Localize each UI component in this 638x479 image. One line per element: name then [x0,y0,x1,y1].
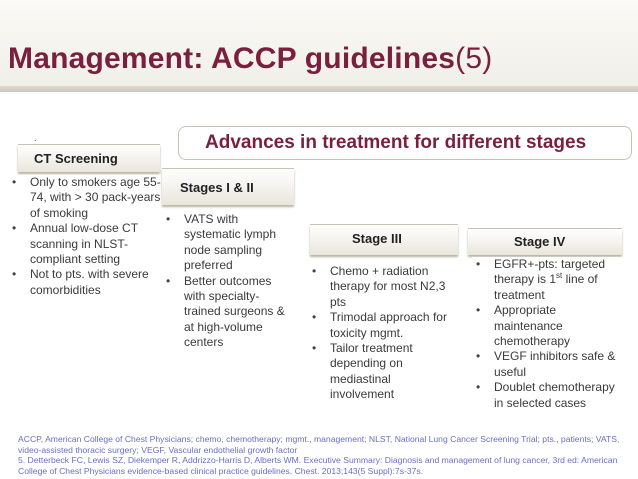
footnote-reference: 5. Detterbeck FC, Lewis SZ, Diekemper R,… [18,455,618,476]
stage-1-2-body: VATS with systematic lymph node sampling… [162,212,296,351]
stage-1-2-bullet: Better outcomes with specialty-trained s… [162,274,296,351]
stage-3-body: Chemo + radiation therapy for most N2,3 … [308,264,456,403]
stage-1-2-bullet: VATS with systematic lymph node sampling… [162,212,296,274]
stage-4-title: Stage IV [514,234,566,249]
stage-3-list: Chemo + radiation therapy for most N2,3 … [308,264,456,403]
stray-dot: . [34,133,37,143]
stage-3-bullet: Trimodal approach for toxicity mgmt. [308,310,456,341]
ct-bullet: Not to pts. with severe comorbidities [8,267,163,298]
footnote: ACCP, American College of Chest Physicia… [18,434,630,476]
stage-4-bullet: Doublet chemotherapy in selected cases [472,380,622,411]
stage-1-2-header [162,168,294,205]
stage-3-header [310,224,458,255]
footnote-abbreviations: ACCP, American College of Chest Physicia… [18,434,620,455]
ct-screening-list: Only to smokers age 55-74, with > 30 pac… [8,175,163,298]
ct-bullet: Only to smokers age 55-74, with > 30 pac… [8,175,163,221]
advances-heading-box [178,126,632,160]
stage-4-bullet: EGFR+-pts: targeted therapy is 1st line … [472,257,622,303]
ct-screening-header [18,144,160,172]
stage-4-bullet: VEGF inhibitors safe & useful [472,349,622,380]
stage-4-bullet: Appropriate maintenance chemotherapy [472,303,622,349]
ct-bullet: Annual low-dose CT scanning in NLST-comp… [8,221,163,267]
title-band [0,0,638,92]
stage-3-title: Stage III [352,231,402,246]
slide-title-main: Management: ACCP guidelines [8,42,456,75]
stage-4-list: EGFR+-pts: targeted therapy is 1st line … [472,257,622,411]
slide-title-suffix: (5) [455,42,493,75]
stage-3-bullet: Chemo + radiation therapy for most N2,3 … [308,264,456,310]
stage-4-header [468,228,622,255]
stage-4-bullet-1-sup: st [556,271,563,281]
stage-3-bullet: Tailor treatment depending on mediastina… [308,341,456,403]
stage-4-bullet-1-pre: EGFR+-pts: targeted therapy is 1 [494,257,606,287]
stage-4-body: EGFR+-pts: targeted therapy is 1st line … [472,257,622,412]
advances-heading: Advances in treatment for different stag… [205,132,587,153]
stage-4-bullet-1-post: line of treatment [494,272,598,302]
ct-screening-title: CT Screening [34,151,118,166]
ct-screening-body: Only to smokers age 55-74, with > 30 pac… [8,175,163,299]
stage-1-2-list: VATS with systematic lymph node sampling… [162,212,296,351]
slide-title: Management: ACCP guidelines(5) [8,42,492,76]
stage-1-2-title: Stages I & II [180,180,254,195]
